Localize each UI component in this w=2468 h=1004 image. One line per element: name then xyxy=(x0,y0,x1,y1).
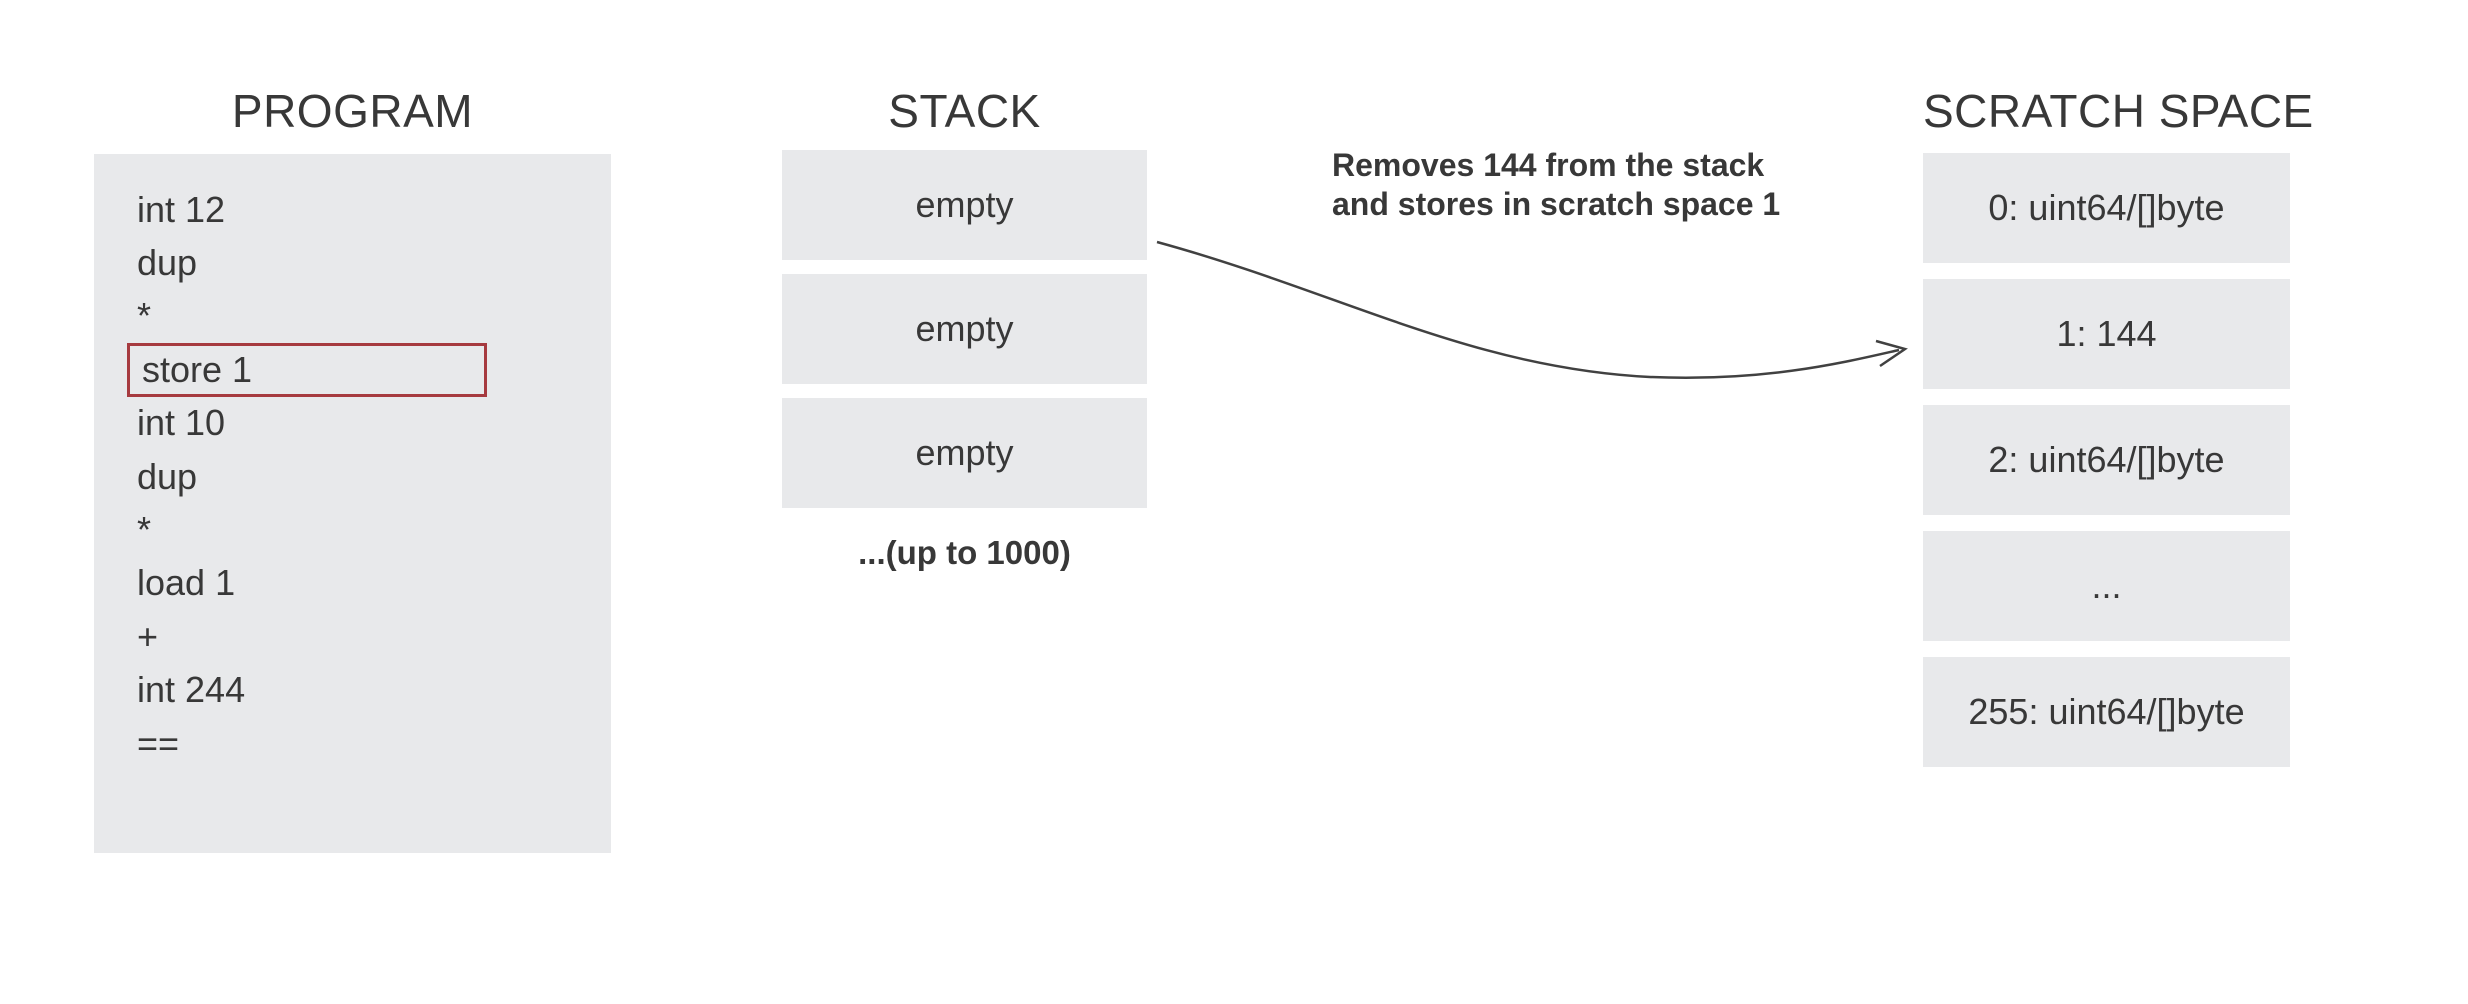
annotation-line-1: Removes 144 from the stack xyxy=(1332,147,1765,183)
annotation-text: Removes 144 from the stack and stores in… xyxy=(1332,146,1780,224)
stack-capacity-note: ...(up to 1000) xyxy=(858,534,1071,571)
program-line: == xyxy=(137,722,180,764)
scratch-slot: ... xyxy=(1923,531,2290,641)
scratch-space-title: SCRATCH SPACE xyxy=(1923,85,2314,137)
program-line: int 10 xyxy=(137,402,226,444)
scratch-slot: 255: uint64/[]byte xyxy=(1923,657,2290,767)
stack-slot: empty xyxy=(782,150,1147,260)
scratch-slot: 0: uint64/[]byte xyxy=(1923,153,2290,263)
stack-slot: empty xyxy=(782,274,1147,384)
stack-column: empty empty empty xyxy=(782,150,1147,508)
program-line: int 244 xyxy=(137,669,246,711)
annotation-line-2: and stores in scratch space 1 xyxy=(1332,186,1781,222)
program-line: + xyxy=(137,615,159,657)
scratch-slot: 2: uint64/[]byte xyxy=(1923,405,2290,515)
stack-title: STACK xyxy=(888,85,1041,137)
scratch-slot: 1: 144 xyxy=(1923,279,2290,389)
program-line: dup xyxy=(137,455,198,497)
program-line: int 12 xyxy=(137,188,226,230)
arrow-head-icon xyxy=(1875,339,1908,368)
program-title: PROGRAM xyxy=(231,85,474,137)
scratch-space-column: 0: uint64/[]byte 1: 144 2: uint64/[]byte… xyxy=(1923,153,2290,767)
arrow-curve xyxy=(1156,240,1900,380)
program-box: int 12 dup * store 1 int 10 dup * load 1… xyxy=(94,154,611,853)
stack-slot: empty xyxy=(782,398,1147,508)
program-line: * xyxy=(137,295,152,337)
program-line: load 1 xyxy=(137,562,236,604)
program-line: * xyxy=(137,509,152,551)
program-line: dup xyxy=(137,242,198,284)
program-line-highlighted: store 1 xyxy=(127,343,487,397)
